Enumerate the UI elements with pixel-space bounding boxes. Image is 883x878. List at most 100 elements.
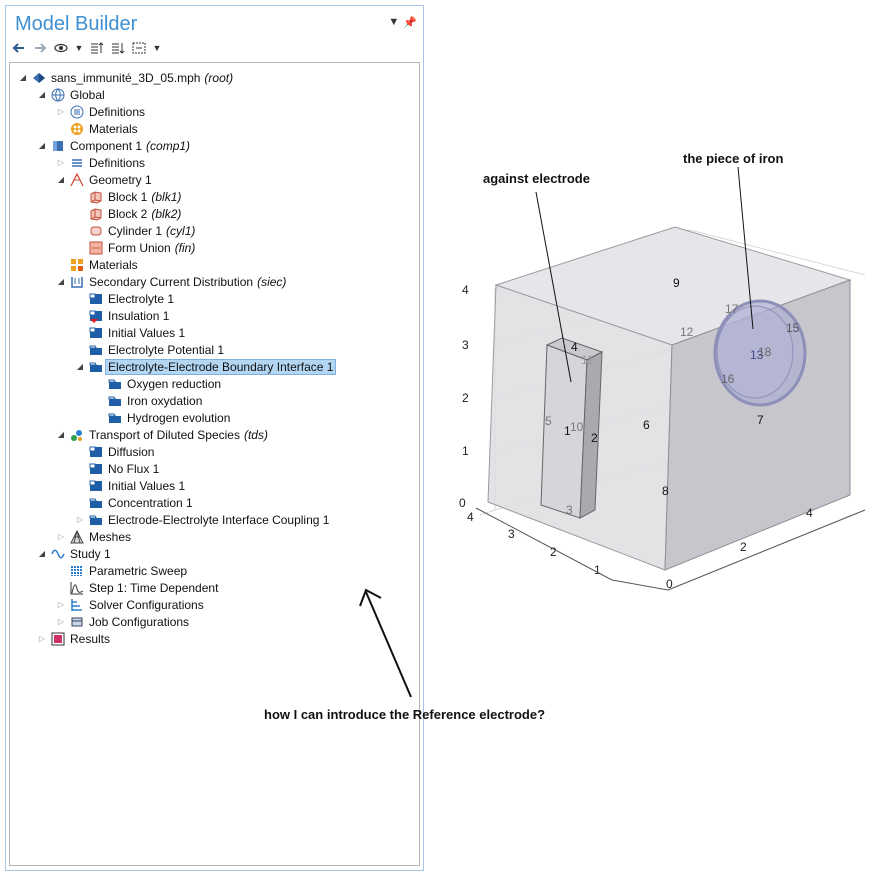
- definitions-icon: [70, 105, 84, 119]
- tree-item-label: Diffusion: [108, 444, 155, 459]
- tree-item-label: Step 1: Time Dependent: [89, 580, 219, 595]
- tree-item-concentration1[interactable]: Concentration 1: [75, 494, 193, 511]
- tree-item-label: Form Union: [108, 240, 171, 255]
- expanded-twisty-icon[interactable]: ◢: [76, 362, 84, 371]
- collapsed-twisty-icon[interactable]: ▷: [57, 600, 65, 609]
- parametric-sweep-icon: [70, 564, 84, 578]
- label-2: 2: [591, 431, 598, 445]
- tree-item-tag: (comp1): [146, 138, 191, 153]
- z-tick-4: 4: [462, 283, 469, 297]
- tree-item-tds[interactable]: ◢ Transport of Diluted Species(tds): [56, 426, 268, 443]
- tree-item-label: Parametric Sweep: [89, 563, 188, 578]
- tree-item-hydrogen-evolution[interactable]: Hydrogen evolution: [94, 409, 230, 426]
- tree-item-tds-initial-values1[interactable]: Initial Values 1: [75, 477, 185, 494]
- tree-item-tag: (siec): [257, 274, 287, 289]
- label-4: 4: [571, 340, 578, 354]
- eye-dropdown-icon[interactable]: ▼: [74, 43, 84, 53]
- tree-item-insulation1[interactable]: Insulation 1: [75, 307, 169, 324]
- expanded-twisty-icon[interactable]: ◢: [38, 549, 46, 558]
- tree-item-cylinder1[interactable]: Cylinder 1(cyl1): [75, 222, 195, 239]
- move-down-icon[interactable]: [111, 41, 125, 55]
- tree-item-label: sans_immunité_3D_05.mph: [51, 70, 201, 85]
- tree-item-label: Definitions: [89, 104, 146, 119]
- move-up-icon[interactable]: [90, 41, 104, 55]
- tree-item-meshes[interactable]: ▷Meshes: [56, 528, 131, 545]
- expanded-twisty-icon[interactable]: ◢: [19, 73, 27, 82]
- y-tick-2: 2: [740, 540, 747, 554]
- tree-item-label-wrap: Study 1: [70, 547, 111, 561]
- collapsed-twisty-icon[interactable]: ▷: [76, 515, 84, 524]
- block-icon: [89, 207, 103, 221]
- tree-item-label: Solver Configurations: [89, 597, 204, 612]
- axis-x-ticks: 4 3 2 1: [467, 510, 601, 577]
- tree-item-no-flux1[interactable]: No Flux 1: [75, 460, 159, 477]
- view-menu-icon[interactable]: ▼: [388, 16, 400, 28]
- pin-icon[interactable]: 📌: [403, 17, 417, 29]
- tree-item-label-wrap: Cylinder 1(cyl1): [108, 224, 195, 238]
- tree-item-comp-defs[interactable]: ▷ Definitions: [56, 154, 145, 171]
- form-union-icon: [89, 241, 103, 255]
- tree-item-component1[interactable]: ◢Component 1(comp1): [37, 137, 190, 154]
- tree-item-job-configs[interactable]: ▷ Job Configurations: [56, 613, 189, 630]
- tree-item-solver-configs[interactable]: ▷ Solver Configurations: [56, 596, 204, 613]
- tree-item-label-wrap: Initial Values 1: [108, 479, 185, 493]
- tree-item-label-wrap: Transport of Diluted Species(tds): [89, 428, 268, 442]
- tree-item-electrolyte1[interactable]: Electrolyte 1: [75, 290, 174, 307]
- tree-item-results[interactable]: ▷Results: [37, 630, 110, 647]
- expand-collapse-icon[interactable]: [132, 41, 146, 55]
- label-6: 6: [643, 418, 650, 432]
- tree-item-label: Electrolyte 1: [108, 291, 175, 306]
- tree-item-oxygen-reduction[interactable]: Oxygen reduction: [94, 375, 221, 392]
- tree-item-global-defs[interactable]: ▷ Definitions: [56, 103, 145, 120]
- tree-item-initial-values1[interactable]: Initial Values 1: [75, 324, 185, 341]
- tree-item-block2[interactable]: Block 2(blk2): [75, 205, 181, 222]
- tree-item-block1[interactable]: Block 1(blk1): [75, 188, 181, 205]
- tree-item-eebi1[interactable]: ◢Electrolyte-Electrode Boundary Interfac…: [75, 358, 337, 375]
- tree-item-parametric-sweep[interactable]: Parametric Sweep: [56, 562, 187, 579]
- collapsed-twisty-icon[interactable]: ▷: [57, 617, 65, 626]
- expanded-twisty-icon[interactable]: ◢: [57, 277, 65, 286]
- tree-item-label: Job Configurations: [89, 614, 190, 629]
- collapsed-twisty-icon[interactable]: ▷: [57, 107, 65, 116]
- label-11: 11: [581, 353, 594, 367]
- materials-grid-icon: [70, 258, 84, 272]
- tree-item-siec[interactable]: ◢Secondary Current Distribution(siec): [56, 273, 287, 290]
- collapsed-twisty-icon[interactable]: ▷: [38, 634, 46, 643]
- collapsed-twisty-icon[interactable]: ▷: [57, 158, 65, 167]
- tree-item-eeic1[interactable]: ▷Electrode-Electrolyte Interface Couplin…: [75, 511, 330, 528]
- tree-item-iron-oxydation[interactable]: Iron oxydation: [94, 392, 202, 409]
- tree-item-label: Materials: [89, 257, 138, 272]
- back-arrow-icon[interactable]: [12, 41, 26, 55]
- tree-item-diffusion[interactable]: Diffusion: [75, 443, 154, 460]
- geometry-canvas: 4 3 2 1 0 4 3 2 1 0 2 4 9 12 4 11 5: [459, 226, 866, 591]
- tree-item-label: Transport of Diluted Species: [89, 427, 240, 442]
- expanded-twisty-icon[interactable]: ◢: [38, 90, 46, 99]
- list-icon: [70, 156, 84, 170]
- tree-item-step1[interactable]: Step 1: Time Dependent: [56, 579, 218, 596]
- tree-item-root[interactable]: ◢sans_immunité_3D_05.mph(root): [18, 69, 233, 86]
- label-5: 5: [545, 414, 552, 428]
- tree-item-global-materials[interactable]: Materials: [56, 120, 138, 137]
- tree-item-study1[interactable]: ◢ Study 1: [37, 545, 111, 562]
- eye-icon[interactable]: [54, 41, 68, 55]
- study-icon: [51, 547, 65, 561]
- axis-lines: [475, 507, 866, 591]
- toolbar-dropdown-icon[interactable]: ▼: [152, 43, 162, 53]
- geometry-3d-view[interactable]: 4 3 2 1 0 4 3 2 1 0 2 4 9 12 4 11 5: [440, 140, 880, 610]
- expanded-twisty-icon[interactable]: ◢: [57, 430, 65, 439]
- model-builder-toolbar: ▼ ▼: [12, 39, 161, 57]
- tree-item-electrolyte-potential1[interactable]: Electrolyte Potential 1: [75, 341, 224, 358]
- expanded-twisty-icon[interactable]: ◢: [38, 141, 46, 150]
- tree-item-comp-materials[interactable]: Materials: [56, 256, 138, 273]
- domain-node-icon: [89, 292, 103, 306]
- tree-item-global[interactable]: ◢Global: [37, 86, 105, 103]
- domain-node-icon: [89, 326, 103, 340]
- forward-arrow-icon[interactable]: [33, 41, 47, 55]
- collapsed-twisty-icon[interactable]: ▷: [57, 532, 65, 541]
- tree-item-form-union[interactable]: Form Union(fin): [75, 239, 195, 256]
- tree-item-geometry1[interactable]: ◢Geometry 1: [56, 171, 152, 188]
- expanded-twisty-icon[interactable]: ◢: [57, 175, 65, 184]
- y-tick-4: 4: [806, 506, 813, 520]
- tree-item-label: Definitions: [89, 155, 146, 170]
- annotation-piece-of-iron: the piece of iron: [683, 151, 784, 166]
